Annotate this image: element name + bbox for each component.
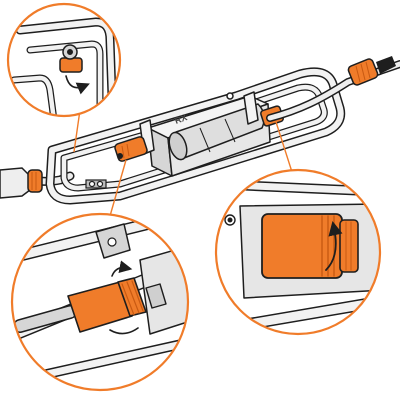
left-end-plug	[0, 167, 43, 199]
right-end-connector	[347, 56, 396, 86]
tubular-frame	[45, 67, 346, 205]
callout-leaders	[73, 109, 293, 217]
lower-hardware	[85, 179, 107, 189]
frame-label: RX	[173, 112, 188, 126]
callout-bottom-right	[214, 168, 382, 336]
main-assembly: RX	[0, 56, 400, 217]
callout-top-left	[6, 2, 122, 118]
callout-bottom-left	[10, 212, 190, 392]
central-module	[139, 91, 271, 177]
main-connector-left	[114, 136, 148, 162]
